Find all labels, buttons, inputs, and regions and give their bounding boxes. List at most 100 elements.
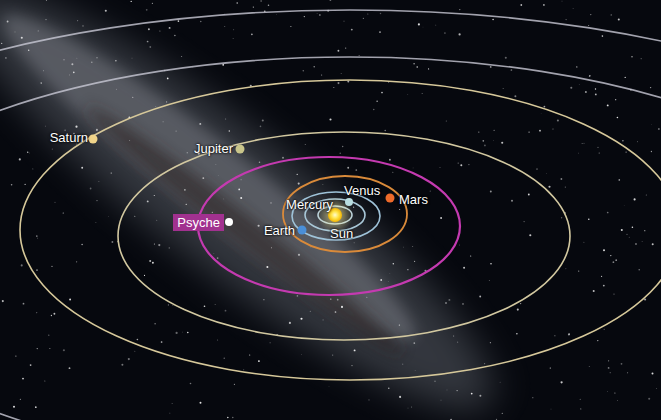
star — [565, 268, 567, 270]
star — [222, 64, 224, 66]
planet-label: Saturn — [50, 130, 88, 145]
star — [1, 43, 2, 44]
star — [457, 342, 458, 343]
star — [268, 5, 270, 7]
star — [184, 189, 186, 191]
star — [439, 167, 441, 169]
star — [289, 322, 291, 324]
star — [622, 140, 624, 142]
star — [593, 290, 595, 292]
star — [617, 400, 619, 402]
star-label: Sun — [330, 226, 353, 241]
star — [270, 342, 271, 343]
star — [51, 266, 52, 267]
star — [440, 217, 442, 219]
star — [300, 318, 302, 320]
star — [310, 311, 311, 312]
star — [479, 395, 481, 397]
star — [169, 247, 170, 248]
star — [517, 309, 519, 311]
star — [304, 16, 305, 17]
star — [49, 348, 50, 349]
star — [637, 141, 639, 143]
star — [570, 87, 572, 89]
star — [217, 339, 218, 340]
star — [128, 358, 130, 360]
star — [343, 20, 345, 22]
star — [45, 19, 46, 20]
star — [471, 393, 473, 395]
star — [445, 302, 447, 304]
star — [155, 105, 157, 107]
star — [342, 146, 343, 147]
star — [588, 25, 589, 26]
star — [81, 167, 83, 169]
star — [520, 303, 521, 304]
star — [583, 242, 584, 243]
star — [470, 255, 471, 256]
star — [110, 172, 112, 174]
star — [373, 109, 374, 110]
planet-label: Jupiter — [194, 141, 233, 156]
star — [134, 216, 135, 217]
star — [199, 123, 201, 125]
star — [233, 29, 235, 31]
star — [407, 407, 409, 409]
star — [227, 417, 229, 419]
star — [46, 0, 47, 1]
star — [144, 275, 145, 276]
star — [651, 124, 653, 126]
star — [149, 260, 151, 262]
star — [557, 119, 559, 121]
star — [351, 29, 353, 31]
star — [585, 91, 587, 93]
star — [578, 270, 579, 271]
star — [223, 198, 225, 200]
star — [322, 319, 323, 320]
star — [319, 14, 320, 15]
star — [560, 178, 562, 180]
star — [366, 297, 367, 298]
star — [204, 305, 206, 307]
star — [610, 372, 611, 373]
planet-label: Mercury — [286, 197, 333, 212]
star — [131, 57, 133, 59]
star — [21, 264, 23, 266]
star — [528, 194, 530, 196]
star — [333, 86, 335, 88]
star — [260, 0, 261, 1]
star — [158, 244, 160, 246]
star — [38, 30, 39, 31]
star — [607, 104, 609, 106]
star — [28, 50, 30, 52]
star — [63, 59, 64, 60]
star — [340, 153, 341, 154]
star — [623, 205, 625, 207]
star — [96, 57, 97, 58]
star — [37, 348, 38, 349]
star — [607, 212, 609, 214]
star — [402, 246, 404, 248]
star — [603, 285, 605, 287]
star — [290, 26, 291, 27]
star — [389, 159, 391, 161]
star — [595, 88, 596, 89]
star — [388, 82, 389, 83]
star — [590, 14, 591, 15]
star — [225, 118, 227, 120]
star — [330, 0, 332, 1]
star — [484, 145, 486, 147]
star — [181, 331, 183, 333]
star — [354, 349, 356, 351]
star — [430, 191, 431, 192]
star — [345, 48, 346, 49]
star — [48, 335, 49, 336]
star — [316, 13, 318, 15]
star — [29, 152, 31, 154]
star — [11, 184, 13, 186]
star — [98, 181, 100, 183]
star — [602, 35, 604, 37]
star — [240, 179, 241, 180]
star — [276, 14, 278, 16]
star — [416, 66, 417, 67]
